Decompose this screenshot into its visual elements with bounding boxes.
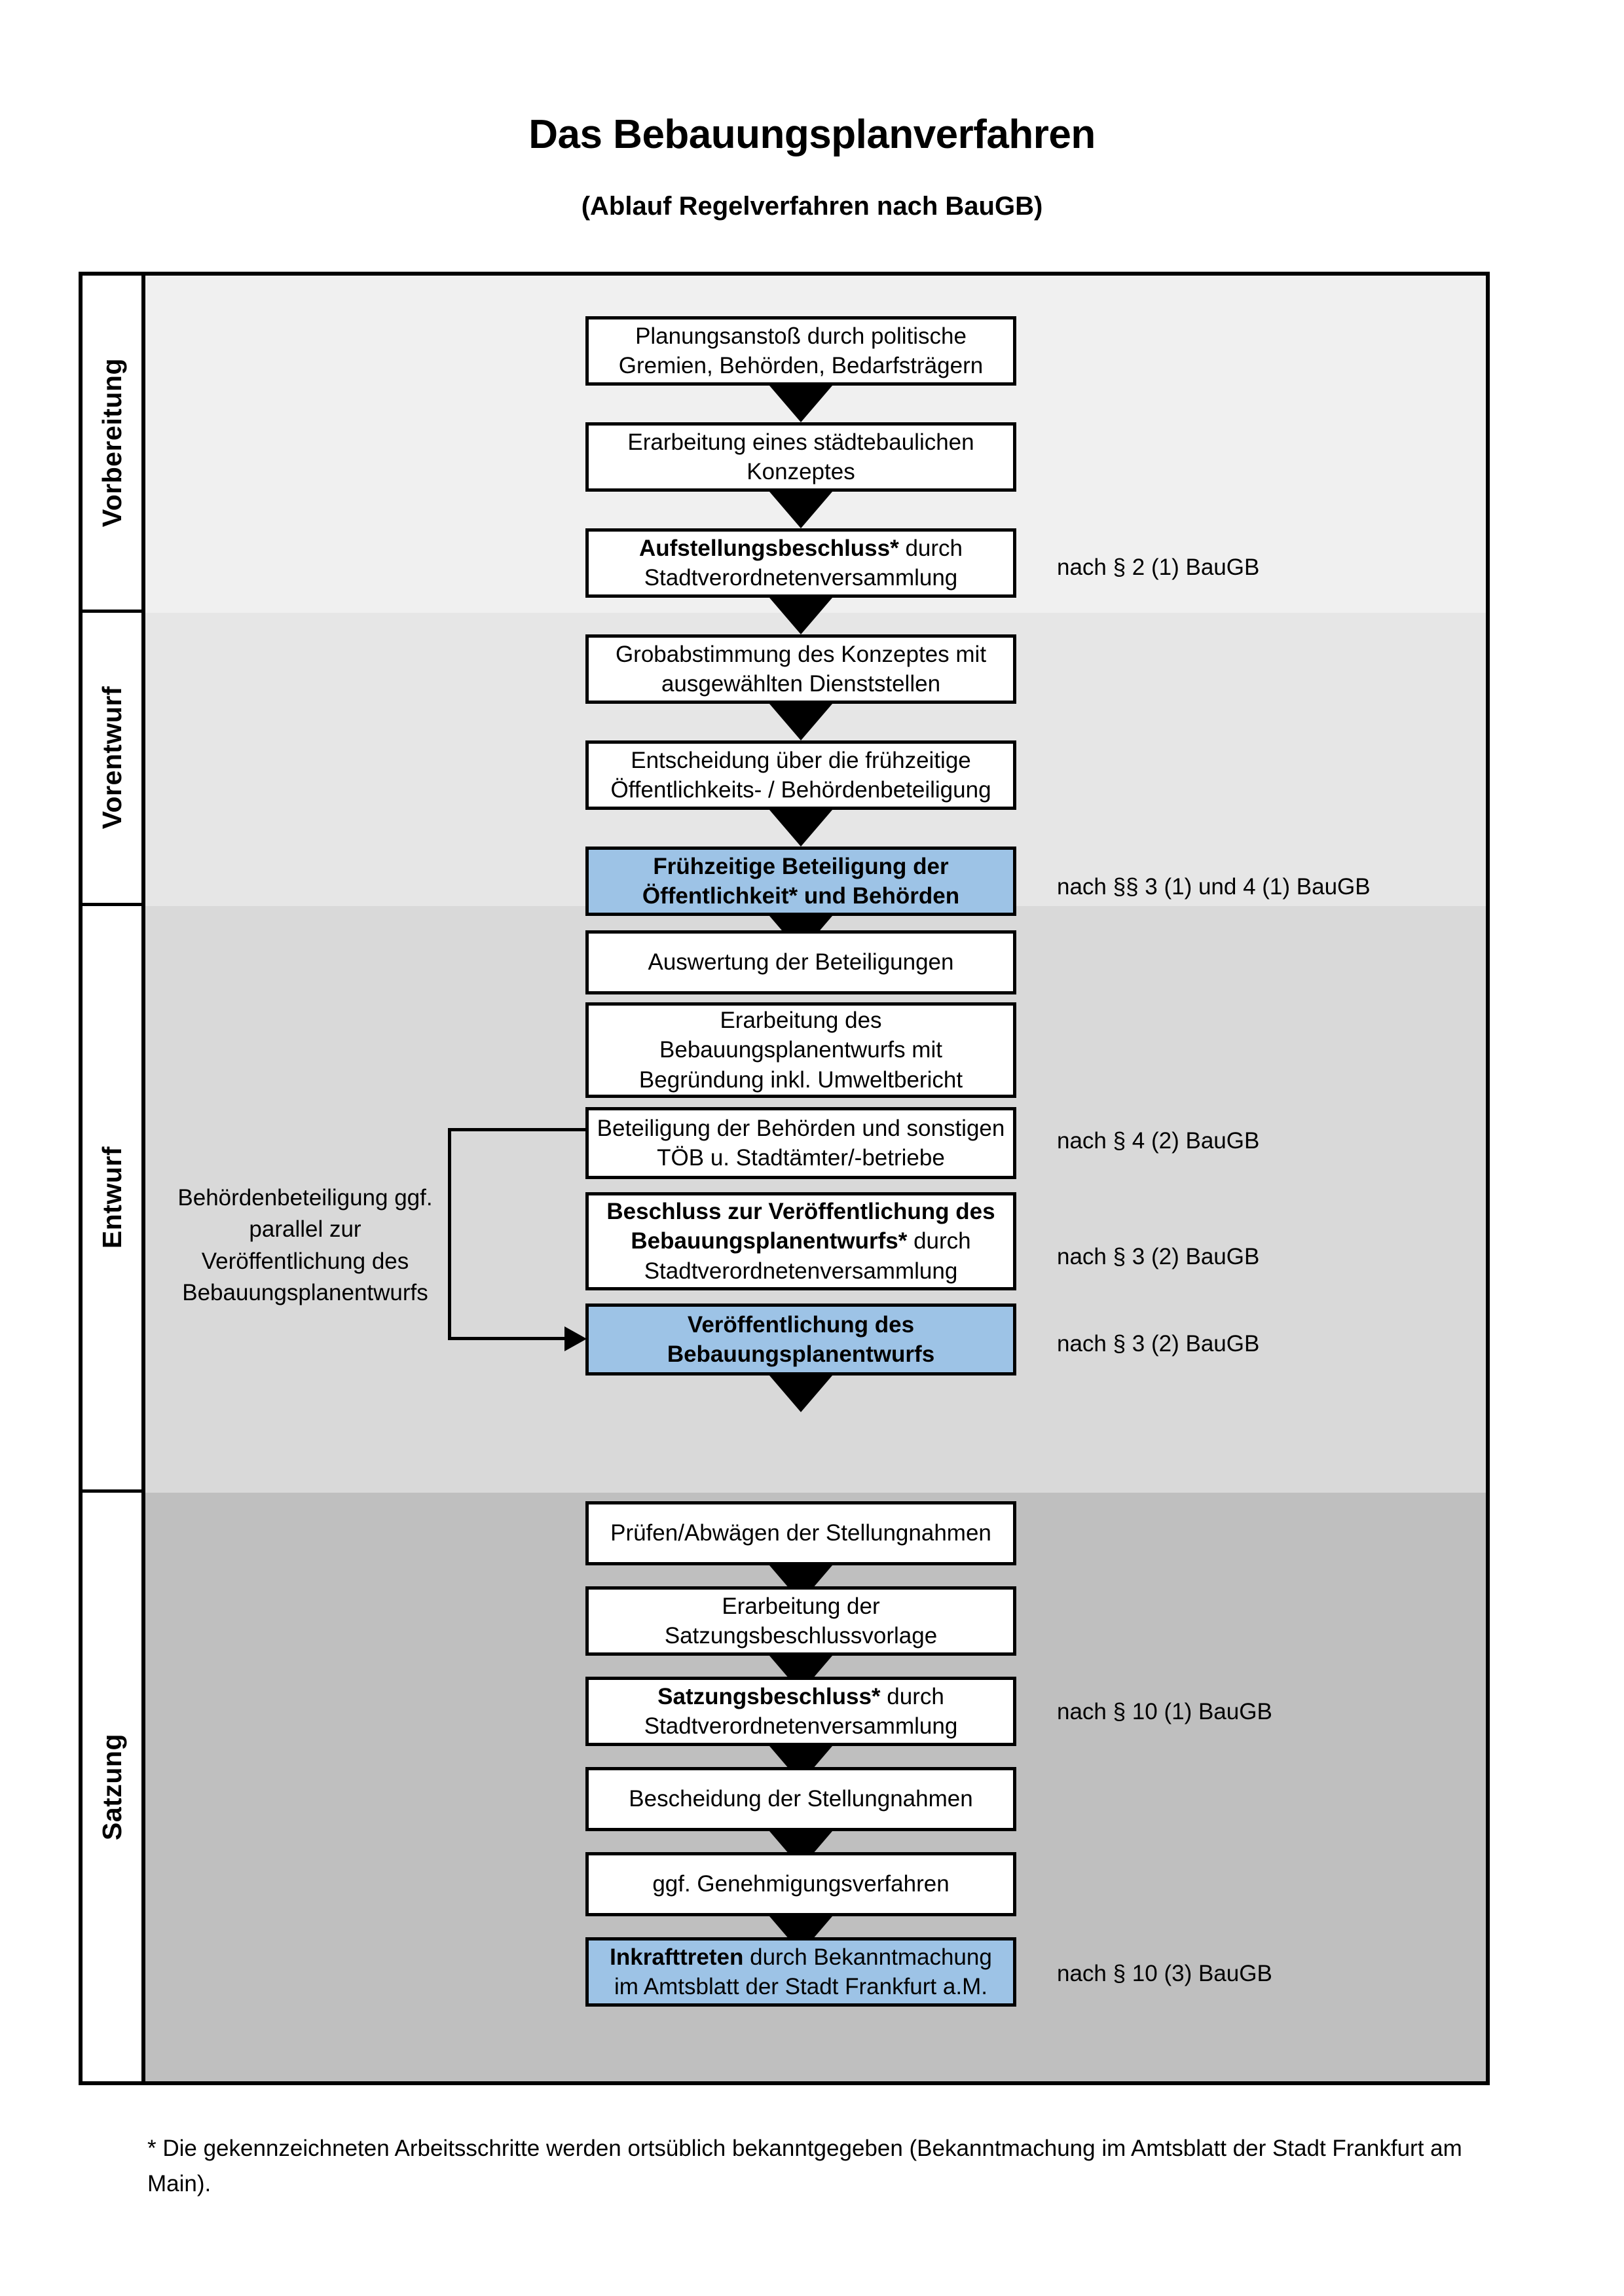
flow-node-fruehzeitige-beteiligung[interactable]: Frühzeitige Beteiligung der Öffentlichke… <box>585 847 1016 916</box>
side-note: Behördenbeteiligung ggf. parallel zur Ve… <box>168 1182 443 1309</box>
phase-rail: Vorbereitung Vorentwurf Entwurf Satzung <box>83 276 145 2081</box>
legal-ref-par2-1: nach § 2 (1) BauGB <box>1057 553 1515 582</box>
flow-node-auswertung[interactable]: Auswertung der Beteiligungen <box>585 930 1016 994</box>
loop-arrow-vertical-segment <box>448 1128 451 1340</box>
loop-arrow-bottom-segment <box>448 1337 564 1340</box>
arrow-down-icon <box>769 598 832 634</box>
phase-cell-vorbereitung: Vorbereitung <box>83 276 141 613</box>
title-block: Das Bebauungsplanverfahren (Ablauf Regel… <box>0 0 1624 221</box>
phase-cell-vorentwurf: Vorentwurf <box>83 613 141 906</box>
legal-ref-text: nach § 3 (2) BauGB <box>1057 1244 1260 1269</box>
flow-node-beteiligung-behoerden[interactable]: Beteiligung der Behörden und sonstigen T… <box>585 1107 1016 1179</box>
legal-ref-text: nach § 4 (2) BauGB <box>1057 1128 1260 1154</box>
arrow-down-icon <box>769 704 832 740</box>
footnote: * Die gekennzeichneten Arbeitsschritte w… <box>147 2131 1486 2202</box>
phase-label-entwurf: Entwurf <box>96 1146 127 1249</box>
phase-cell-satzung: Satzung <box>83 1493 141 2081</box>
flow-node-planungsanstoss[interactable]: Planungsanstoß durch politische Gremien,… <box>585 316 1016 386</box>
footnote-text: * Die gekennzeichneten Arbeitsschritte w… <box>147 2136 1462 2197</box>
phase-label-vorentwurf: Vorentwurf <box>96 686 127 829</box>
flow-node-grobabstimmung[interactable]: Grobabstimmung des Konzeptes mit ausgewä… <box>585 634 1016 704</box>
flow-node-label: Frühzeitige Beteiligung der Öffentlichke… <box>642 853 960 909</box>
loop-arrow-icon <box>448 1128 588 1351</box>
flow-node-bescheidung[interactable]: Bescheidung der Stellungnahmen <box>585 1767 1016 1831</box>
legal-ref-text: nach § 2 (1) BauGB <box>1057 555 1260 580</box>
page-title: Das Bebauungsplanverfahren <box>528 112 1096 157</box>
flow-node-pruefen-abwaegen[interactable]: Prüfen/Abwägen der Stellungnahmen <box>585 1501 1016 1565</box>
arrow-down-icon <box>769 386 832 422</box>
flow-node-beschluss-veroeffentlichung[interactable]: Beschluss zur Veröffentlichung des Bebau… <box>585 1192 1016 1290</box>
phase-cell-entwurf: Entwurf <box>83 906 141 1493</box>
flow-node-label: Grobabstimmung des Konzeptes mit ausgewä… <box>615 641 987 697</box>
flowchart-frame: Vorbereitung Vorentwurf Entwurf Satzung … <box>79 272 1490 2085</box>
flow-node-label: Entscheidung über die frühzeitige Öffent… <box>610 747 991 803</box>
flow-node-veroeffentlichung[interactable]: Veröffentlichung des Bebauungsplanentwur… <box>585 1303 1016 1376</box>
flow-node-label: Veröffentlichung des Bebauungsplanentwur… <box>667 1311 935 1368</box>
flow-node-emphasis: Satzungsbeschluss* <box>657 1683 881 1709</box>
phase-label-vorbereitung: Vorbereitung <box>96 357 127 528</box>
legal-ref-par3-1-4-1: nach §§ 3 (1) und 4 (1) BauGB <box>1057 873 1515 902</box>
page-subtitle: (Ablauf Regelverfahren nach BauGB) <box>581 192 1043 221</box>
legal-ref-par10-3: nach § 10 (3) BauGB <box>1057 1959 1515 1988</box>
arrow-down-icon <box>769 492 832 528</box>
arrow-down-icon <box>769 1376 832 1412</box>
flow-node-label: Erarbeitung der Satzungsbeschlussvorlage <box>664 1593 938 1649</box>
flow-column: Planungsanstoß durch politische Gremien,… <box>145 276 1486 2081</box>
flow-node-label: Erarbeitung eines städtebaulichen Konzep… <box>627 429 974 485</box>
flow-node-entscheidung-fruehzeitig[interactable]: Entscheidung über die frühzeitige Öffent… <box>585 740 1016 810</box>
flow-node-satzungsbeschlussvorlage[interactable]: Erarbeitung der Satzungsbeschlussvorlage <box>585 1586 1016 1656</box>
loop-arrow-top-segment <box>448 1128 588 1131</box>
loop-arrow-head-icon <box>564 1326 587 1351</box>
legal-ref-par3-2a: nach § 3 (2) BauGB <box>1057 1243 1515 1271</box>
flow-node-label: Beschluss zur Veröffentlichung des Bebau… <box>606 1198 995 1284</box>
flow-node-genehmigungsverfahren[interactable]: ggf. Genehmigungsverfahren <box>585 1852 1016 1916</box>
flow-node-staedtebauliches-konzept[interactable]: Erarbeitung eines städtebaulichen Konzep… <box>585 422 1016 492</box>
legal-ref-text: nach § 10 (3) BauGB <box>1057 1961 1272 1986</box>
flow-node-emphasis: Inkrafttreten <box>610 1944 744 1970</box>
flow-node-emphasis: Aufstellungsbeschluss* <box>638 535 899 561</box>
flow-node-label: Auswertung der Beteiligungen <box>648 949 954 975</box>
legal-ref-par3-2b: nach § 3 (2) BauGB <box>1057 1330 1515 1358</box>
flow-node-emphasis: Beschluss zur Veröffentlichung des Bebau… <box>606 1198 995 1254</box>
flowchart-content: Planungsanstoß durch politische Gremien,… <box>145 276 1486 2081</box>
flow-node-erarbeitung-entwurf[interactable]: Erarbeitung des Bebauungsplanentwurfs mi… <box>585 1002 1016 1098</box>
legal-ref-par4-2: nach § 4 (2) BauGB <box>1057 1127 1515 1156</box>
phase-label-satzung: Satzung <box>96 1734 127 1840</box>
flow-node-label: Bescheidung der Stellungnahmen <box>629 1786 973 1812</box>
flow-node-label: Erarbeitung des Bebauungsplanentwurfs mi… <box>638 1007 963 1093</box>
legal-ref-text: nach § 10 (1) BauGB <box>1057 1699 1272 1724</box>
legal-ref-par10-1: nach § 10 (1) BauGB <box>1057 1698 1515 1726</box>
legal-ref-text: nach § 3 (2) BauGB <box>1057 1331 1260 1357</box>
flow-node-label: ggf. Genehmigungsverfahren <box>652 1871 950 1897</box>
side-note-text: Behördenbeteiligung ggf. parallel zur Ve… <box>177 1185 433 1305</box>
flow-node-label: Planungsanstoß durch politische Gremien,… <box>618 323 984 379</box>
arrow-down-icon <box>769 810 832 847</box>
flow-node-label: Prüfen/Abwägen der Stellungnahmen <box>610 1520 991 1546</box>
legal-ref-text: nach §§ 3 (1) und 4 (1) BauGB <box>1057 874 1371 900</box>
flow-node-label: Beteiligung der Behörden und sonstigen T… <box>597 1115 1005 1171</box>
